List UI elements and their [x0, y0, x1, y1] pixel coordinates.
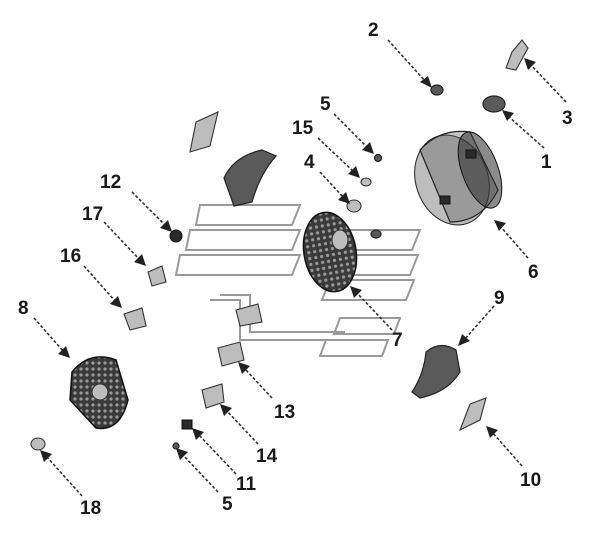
callout-10: 10: [520, 470, 541, 491]
background-logo: [174, 204, 422, 357]
callout-3: 3: [562, 108, 573, 129]
callout-7: 7: [392, 330, 403, 351]
part-9-bracket: [411, 344, 461, 399]
callout-11: 11: [236, 474, 257, 495]
callout-1: 1: [541, 152, 552, 173]
callout-14: 14: [256, 446, 278, 467]
callout-6: 6: [528, 262, 539, 283]
callout-15: 15: [292, 118, 314, 139]
callout-9: 9: [494, 288, 505, 309]
callout-12: 12: [100, 172, 121, 193]
part-7-flywheel: [302, 211, 358, 293]
part-6-brake-drum: [414, 130, 503, 226]
callout-2: 2: [368, 20, 379, 41]
callout-5-bottom: 5: [222, 494, 233, 515]
part-8-stator: [69, 356, 129, 430]
part-10-plate: [458, 397, 487, 432]
part-small-components: [30, 39, 529, 451]
callout-labels: 2 3 5 15 1 4 12 17 16 6 8 9 7 13 14 11 5…: [18, 20, 573, 519]
callout-8: 8: [18, 298, 29, 319]
callout-4: 4: [304, 152, 315, 173]
callout-18: 18: [80, 498, 101, 519]
callout-5-top: 5: [320, 94, 331, 115]
part-upper-bracket: [189, 111, 278, 207]
callout-17: 17: [82, 204, 103, 225]
leader-lines: [33, 39, 567, 497]
callout-13: 13: [274, 402, 295, 423]
callout-16: 16: [60, 246, 81, 267]
